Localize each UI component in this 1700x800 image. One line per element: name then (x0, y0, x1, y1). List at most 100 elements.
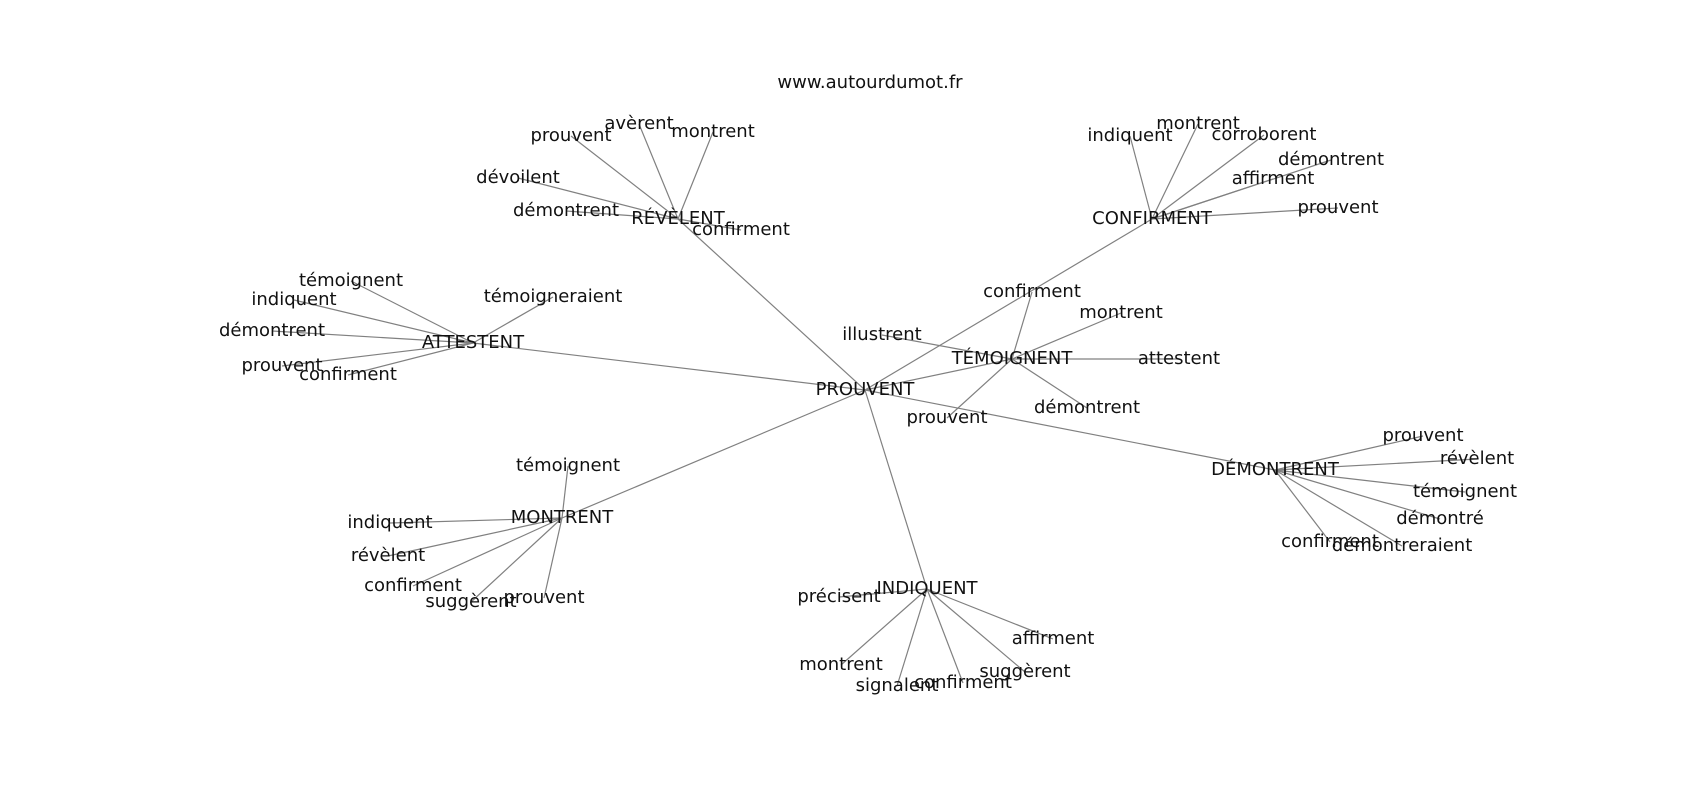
edge-hub-leaf (387, 517, 563, 557)
leaf-word[interactable]: prouvent (1382, 425, 1463, 446)
edge-hub-leaf (1151, 207, 1339, 220)
center-word[interactable]: PROUVENT (816, 379, 916, 400)
edge-hub-leaf (1274, 435, 1424, 471)
edge-hub-leaf (347, 342, 474, 376)
leaf-word[interactable]: affirment (1232, 168, 1315, 189)
edge-hub-leaf (677, 131, 714, 220)
leaf-word[interactable]: signalent (856, 675, 939, 696)
leaf-word[interactable]: confirment (364, 575, 462, 596)
edge-hub-leaf (1151, 178, 1274, 220)
edge-center-hub (864, 358, 1013, 391)
edge-hub-leaf (517, 177, 679, 220)
hub-word[interactable]: ATTESTENT (422, 332, 525, 353)
hub-word[interactable]: DÉMONTRENT (1211, 458, 1340, 480)
leaf-word[interactable]: révèlent (1440, 448, 1514, 469)
edge-center-hub (561, 389, 866, 519)
edge-hub-leaf (1151, 123, 1199, 220)
leaf-word[interactable]: prouvent (530, 125, 611, 146)
edge-hub-leaf (1274, 469, 1403, 547)
edge-hub-leaf (881, 334, 1013, 360)
edge-hub-leaf (561, 465, 569, 519)
leaf-word[interactable]: dévoilent (476, 167, 560, 188)
leaf-word[interactable]: révèlent (351, 545, 425, 566)
edge-hub-leaf (543, 517, 563, 599)
edge-hub-leaf (412, 517, 563, 587)
graph-labels: PROUVENTRÉVÈLENTprouventavèrentmontrentd… (219, 113, 1517, 696)
hub-word[interactable]: INDIQUENT (876, 578, 978, 599)
leaf-word[interactable]: indiquent (1087, 125, 1172, 146)
edge-hub-leaf (470, 517, 563, 603)
leaf-word[interactable]: prouvent (241, 355, 322, 376)
leaf-word[interactable]: témoignent (1413, 481, 1517, 502)
leaf-word[interactable]: illustrent (842, 324, 921, 345)
leaf-word[interactable]: montrent (1156, 113, 1240, 134)
edge-center-hub (864, 389, 1276, 471)
edge-hub-leaf (1274, 469, 1331, 543)
edge-hub-leaf (570, 135, 679, 220)
leaf-word[interactable]: montrent (671, 121, 755, 142)
leaf-word[interactable]: démontrent (219, 320, 325, 341)
edge-hub-leaf (677, 218, 742, 231)
leaf-word[interactable]: suggèrent (425, 591, 516, 612)
edge-hub-leaf (926, 588, 1054, 640)
leaf-word[interactable]: corroborent (1212, 124, 1317, 145)
leaf-word[interactable]: démontré (1396, 508, 1484, 529)
leaf-word[interactable]: confirment (692, 219, 790, 240)
leaf-word[interactable]: prouvent (503, 587, 584, 608)
edge-hub-leaf (1274, 469, 1466, 493)
leaf-word[interactable]: confirment (983, 281, 1081, 302)
hub-word[interactable]: MONTRENT (511, 507, 615, 528)
edge-hub-leaf (926, 588, 964, 684)
edge-center-hub (677, 218, 866, 391)
leaf-word[interactable]: prouvent (1297, 197, 1378, 218)
leaf-word[interactable]: montrent (1079, 302, 1163, 323)
edge-hub-leaf (926, 588, 1026, 673)
leaf-word[interactable]: confirment (914, 672, 1012, 693)
leaf-word[interactable]: témoignent (299, 270, 403, 291)
hub-word[interactable]: TÉMOIGNENT (951, 347, 1074, 369)
leaf-word[interactable]: démontrent (1278, 149, 1384, 170)
leaf-word[interactable]: indiquent (251, 289, 336, 310)
leaf-word[interactable]: démontrent (513, 200, 619, 221)
leaf-word[interactable]: prouvent (906, 407, 987, 428)
leaf-word[interactable]: témoignent (516, 455, 620, 476)
hub-word[interactable]: RÉVÈLENT (631, 207, 725, 229)
leaf-word[interactable]: avèrent (604, 113, 673, 134)
edge-hub-leaf (293, 299, 474, 344)
edge-hub-leaf (281, 342, 474, 367)
edge-hub-leaf (1151, 134, 1265, 220)
edge-hub-leaf (389, 517, 563, 524)
leaf-word[interactable]: confirment (1281, 531, 1379, 552)
edge-hub-leaf (472, 296, 554, 344)
edge-hub-leaf (565, 210, 679, 220)
leaf-word[interactable]: attestent (1138, 348, 1220, 369)
leaf-word[interactable]: indiquent (347, 512, 432, 533)
leaf-word[interactable]: suggèrent (979, 661, 1070, 682)
edge-hub-leaf (638, 123, 679, 220)
edge-hub-leaf (1274, 458, 1478, 471)
site-url[interactable]: www.autourdumot.fr (777, 72, 963, 93)
edge-hub-leaf (1129, 135, 1153, 220)
leaf-word[interactable]: démontrent (1034, 397, 1140, 418)
graph-edges (271, 123, 1478, 687)
leaf-word[interactable]: témoigneraient (484, 286, 623, 307)
edge-hub-leaf (1011, 358, 1088, 409)
edge-hub-leaf (840, 588, 928, 666)
edge-center-hub (864, 218, 1153, 391)
edge-hub-leaf (1274, 469, 1441, 520)
edge-hub-leaf (1011, 291, 1033, 360)
leaf-word[interactable]: montrent (799, 654, 883, 675)
edge-hub-leaf (1011, 312, 1122, 360)
leaf-word[interactable]: précisent (797, 586, 880, 607)
edge-center-hub (472, 342, 866, 391)
edge-center-hub (864, 389, 928, 590)
edge-hub-leaf (896, 588, 928, 687)
hub-word[interactable]: CONFIRMENT (1092, 208, 1213, 229)
edge-hub-leaf (271, 330, 474, 344)
leaf-word[interactable]: confirment (299, 364, 397, 385)
edge-hub-leaf (838, 588, 928, 598)
leaf-word[interactable]: démontreraient (1332, 535, 1473, 556)
leaf-word[interactable]: affirment (1012, 628, 1095, 649)
edge-hub-leaf (350, 280, 474, 344)
